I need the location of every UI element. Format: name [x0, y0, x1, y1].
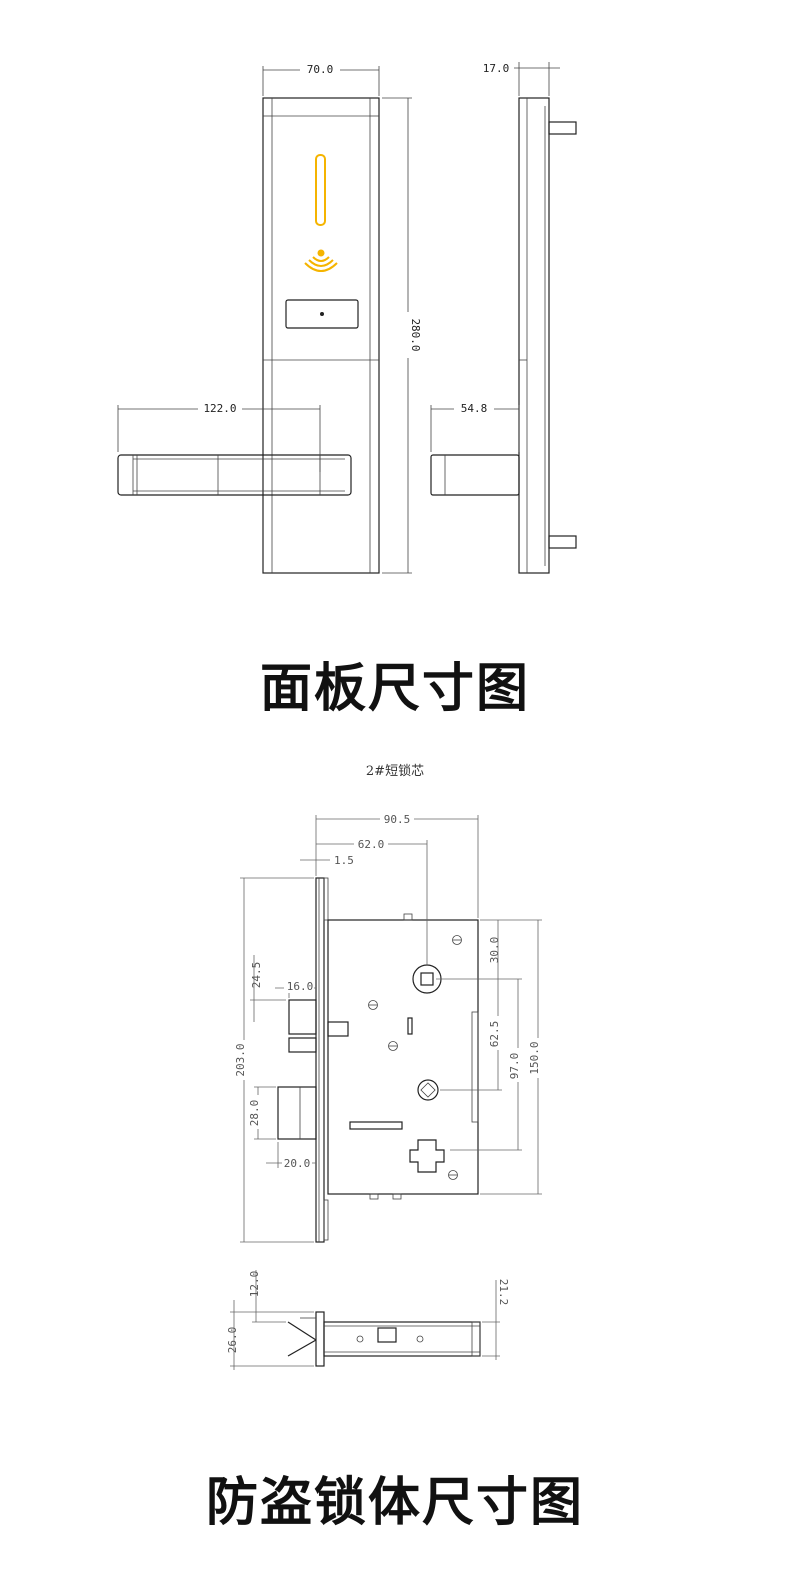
- dim-total-width: 90.5: [384, 813, 411, 826]
- dim-handle-length: 122.0: [203, 402, 236, 415]
- dim-height-203: 203.0: [234, 1043, 247, 1076]
- dim-bolt-height: 28.0: [248, 1100, 261, 1127]
- dim-spindle-to-cylinder: 62.5: [488, 1021, 501, 1048]
- dim-latch-offset: 24.5: [250, 962, 263, 989]
- dim-handle-projection: 54.8: [461, 402, 488, 415]
- screw: [448, 1170, 458, 1180]
- dim-side-depth: 17.0: [483, 62, 510, 75]
- dim-top-to-spindle: 30.0: [488, 937, 501, 964]
- dim-bottom-height: 26.0: [226, 1327, 239, 1354]
- lockbody-section-title: 防盗锁体尺寸图: [205, 1473, 584, 1533]
- key-cover: [285, 299, 359, 329]
- screw: [452, 935, 462, 945]
- dim-case-height: 150.0: [528, 1041, 541, 1074]
- dim-backset: 62.0: [358, 838, 385, 851]
- cylinder-hub: [417, 1079, 439, 1101]
- side-handle: [430, 454, 520, 496]
- front-handle: [117, 454, 352, 496]
- dim-spindle-to-key: 97.0: [508, 1053, 521, 1080]
- lockbody-bottom-view: 12.0 26.0 21.2: [226, 1270, 510, 1370]
- led-indicator: [315, 154, 326, 226]
- dim-height: 280.0: [409, 318, 422, 351]
- side-panel-view: 17.0 54.8: [430, 61, 577, 574]
- latch-bolt: [288, 999, 317, 1035]
- lockbody-subtitle: 2#短锁芯: [366, 763, 424, 779]
- key-cam: [409, 1139, 445, 1173]
- panel-section-title: 面板尺寸图: [259, 659, 530, 719]
- dim-bottom-thickness: 12.0: [248, 1271, 261, 1298]
- dim-front-width: 70.0: [307, 63, 334, 76]
- dim-faceplate: 1.5: [334, 854, 354, 867]
- front-panel-view: 70.0 280.0 122.0: [117, 62, 422, 574]
- rfid-icon: [304, 249, 338, 272]
- screw: [388, 1041, 398, 1051]
- screw: [368, 1000, 378, 1010]
- dim-latch-depth: 16.0: [287, 980, 314, 993]
- dim-bottom-case: 21.2: [497, 1279, 510, 1306]
- lockbody-front-view: 90.5 62.0 1.5 203.0 24.5 16.0 28.0 20.0: [234, 812, 545, 1243]
- dead-bolt: [277, 1086, 317, 1140]
- dim-bolt-throw: 20.0: [284, 1157, 311, 1170]
